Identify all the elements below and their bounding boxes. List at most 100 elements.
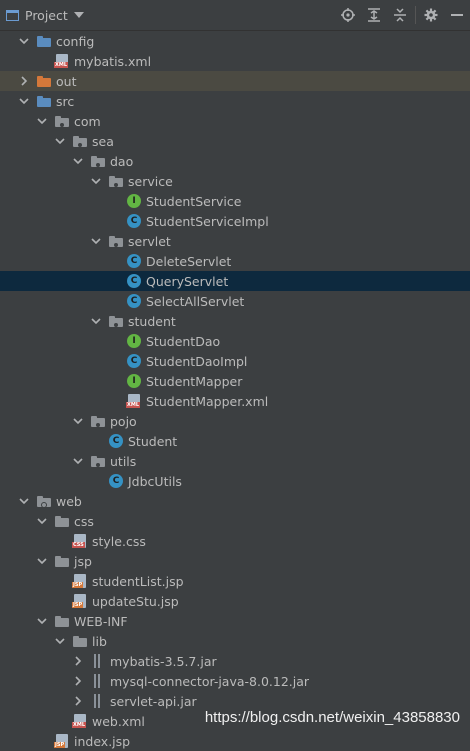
chevron-right-icon[interactable]: [72, 691, 84, 711]
tree-node-label: sea: [92, 133, 114, 149]
chevron-down-icon[interactable]: [72, 151, 84, 171]
tree-node-label: pojo: [110, 413, 137, 429]
settings-button[interactable]: [418, 2, 444, 28]
tree-node-web-inf[interactable]: WEB-INF: [0, 611, 470, 631]
tool-window-toolbar: [335, 0, 470, 30]
chevron-down-icon[interactable]: [36, 111, 48, 131]
tree-node-sea[interactable]: sea: [0, 131, 470, 151]
tree-spacer: [90, 471, 102, 491]
tree-node-pojo[interactable]: pojo: [0, 411, 470, 431]
tree-spacer: [108, 211, 120, 231]
chevron-right-icon[interactable]: [18, 71, 30, 91]
tree-node-label: StudentService: [146, 193, 242, 209]
interface-icon: I: [126, 373, 142, 389]
tree-node-servlet[interactable]: servlet: [0, 231, 470, 251]
chevron-down-icon[interactable]: [18, 491, 30, 511]
tree-node-web[interactable]: web: [0, 491, 470, 511]
folder-icon: [72, 633, 88, 649]
locate-button[interactable]: [335, 2, 361, 28]
chevron-down-icon[interactable]: [36, 511, 48, 531]
tree-node-student[interactable]: student: [0, 311, 470, 331]
project-view-selector[interactable]: Project: [6, 8, 84, 23]
chevron-down-icon[interactable]: [36, 611, 48, 631]
class-icon: C: [126, 293, 142, 309]
tree-node-jsp[interactable]: jsp: [0, 551, 470, 571]
tree-node-com[interactable]: com: [0, 111, 470, 131]
chevron-down-icon[interactable]: [90, 231, 102, 251]
tree-node-css[interactable]: css: [0, 511, 470, 531]
package-icon: [108, 173, 124, 189]
web-folder-icon: [36, 493, 52, 509]
chevron-down-icon[interactable]: [90, 171, 102, 191]
tree-node-service[interactable]: service: [0, 171, 470, 191]
watermark-text: https://blog.csdn.net/weixin_43858830: [204, 709, 460, 726]
tree-node-label: servlet-api.jar: [110, 693, 197, 709]
tree-spacer: [54, 711, 66, 731]
excluded-folder-icon: [36, 73, 52, 89]
tree-spacer: [54, 591, 66, 611]
project-window-icon: [6, 9, 19, 21]
chevron-down-icon[interactable]: [36, 551, 48, 571]
hide-button[interactable]: [444, 2, 470, 28]
tree-node-lib[interactable]: lib: [0, 631, 470, 651]
folder-icon: [54, 553, 70, 569]
expand-all-button[interactable]: [361, 2, 387, 28]
hide-icon: [451, 14, 463, 16]
tree-node-label: config: [56, 33, 95, 49]
interface-icon: I: [126, 193, 142, 209]
tree-spacer: [54, 531, 66, 551]
tree-node-servlet-api-jar[interactable]: servlet-api.jar: [0, 691, 470, 711]
chevron-down-icon[interactable]: [72, 451, 84, 471]
chevron-right-icon[interactable]: [72, 651, 84, 671]
tree-node-config[interactable]: config: [0, 31, 470, 51]
tree-node-mysql-connector-jar[interactable]: mysql-connector-java-8.0.12.jar: [0, 671, 470, 691]
css-file-icon: CSS: [72, 533, 88, 549]
chevron-down-icon[interactable]: [18, 91, 30, 111]
tree-node-dao[interactable]: dao: [0, 151, 470, 171]
tree-node-src[interactable]: src: [0, 91, 470, 111]
chevron-down-icon[interactable]: [18, 31, 30, 51]
collapse-all-button[interactable]: [387, 2, 413, 28]
tree-node-label: StudentDaoImpl: [146, 353, 248, 369]
tree-node-label: mybatis.xml: [74, 53, 152, 69]
tree-node-utils[interactable]: utils: [0, 451, 470, 471]
folder-icon: [54, 513, 70, 529]
tree-spacer: [108, 251, 120, 271]
chevron-down-icon[interactable]: [54, 131, 66, 151]
tree-node-mybatis-jar[interactable]: mybatis-3.5.7.jar: [0, 651, 470, 671]
expand-all-icon: [368, 8, 380, 22]
tree-node-label: JdbcUtils: [128, 473, 182, 489]
tree-node-label: utils: [110, 453, 137, 469]
chevron-right-icon[interactable]: [72, 671, 84, 691]
tree-node-label: student: [128, 313, 176, 329]
chevron-down-icon[interactable]: [54, 631, 66, 651]
chevron-down-icon[interactable]: [90, 311, 102, 331]
package-icon: [90, 453, 106, 469]
jsp-file-icon: JSP: [54, 733, 70, 749]
tree-node-label: com: [74, 113, 101, 129]
package-icon: [54, 113, 70, 129]
tree-node-out[interactable]: out: [0, 71, 470, 91]
tree-node-label: Student: [128, 433, 178, 449]
tree-node-label: out: [56, 73, 77, 89]
jsp-file-icon: JSP: [72, 573, 88, 589]
tree-node-label: StudentServiceImpl: [146, 213, 269, 229]
chevron-down-icon[interactable]: [72, 411, 84, 431]
